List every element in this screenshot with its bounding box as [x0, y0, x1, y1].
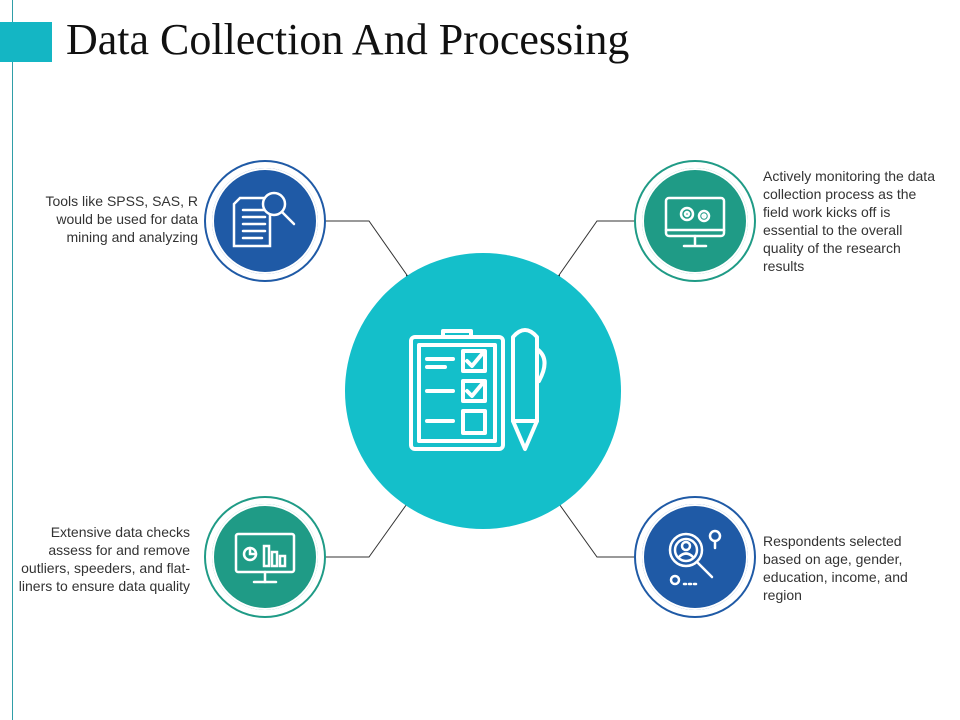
presentation-chart-icon [234, 532, 296, 584]
node-ring [642, 168, 748, 274]
node-ring [642, 504, 748, 610]
title-accent-block [0, 22, 52, 62]
connector-top-left [325, 220, 410, 279]
central-hub-circle [345, 253, 621, 529]
connector-bottom-left [325, 500, 410, 558]
caption-top-left: Tools like SPSS, SAS, R would be used fo… [45, 193, 198, 245]
left-border-line [12, 0, 13, 720]
node-ring [212, 168, 318, 274]
caption-top-right: Actively monitoring the data collection … [763, 168, 935, 274]
checklist-clipboard-pen-icon [409, 328, 547, 451]
caption-bottom-right: Respondents selected based on age, gende… [763, 533, 908, 603]
node-ring [212, 504, 318, 610]
node-bottom-left [206, 498, 324, 616]
node-top-right [636, 162, 754, 280]
connector-top-right [556, 220, 637, 279]
document-magnifier-icon [232, 191, 296, 248]
connector-bottom-right [556, 500, 637, 558]
monitor-gears-icon [664, 196, 726, 248]
respondent-search-icon [668, 529, 722, 586]
caption-bottom-left: Extensive data checks assess for and rem… [18, 524, 190, 594]
node-bottom-right [636, 498, 754, 616]
page-title: Data Collection And Processing [66, 15, 630, 64]
node-top-left [206, 162, 324, 280]
